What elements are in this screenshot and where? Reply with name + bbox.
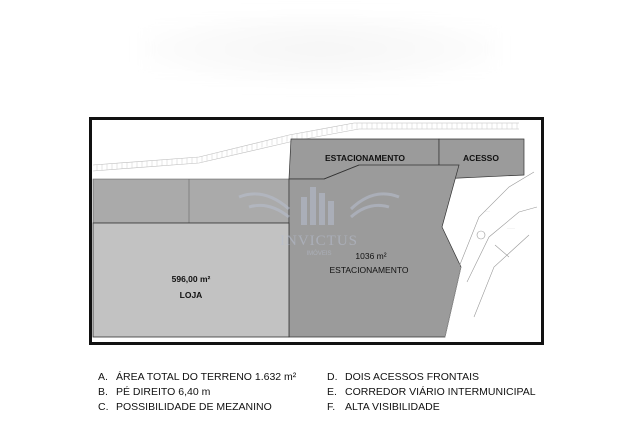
loja-area-value: 596,00 m² bbox=[172, 274, 211, 284]
legend-item: D. DOIS ACESSOS FRONTAIS bbox=[327, 370, 536, 385]
legend-right: D. DOIS ACESSOS FRONTAIS E. CORREDOR VIÁRI… bbox=[327, 370, 536, 415]
legend-text: ÁREA TOTAL DO TERRENO 1.632 m² bbox=[116, 371, 297, 383]
site-plan: ····· ········ ESTACIONAMENTO ACESSO 596… bbox=[89, 117, 544, 345]
watermark-building-4 bbox=[328, 201, 334, 225]
watermark-building-1 bbox=[301, 197, 307, 225]
loja-label: LOJA bbox=[180, 290, 203, 300]
legend-letter: F. bbox=[327, 401, 336, 413]
legend-text: PÉ DIREITO 6,40 m bbox=[116, 386, 211, 398]
estacionamento-main-label: ESTACIONAMENTO bbox=[329, 265, 408, 275]
street-note-1: ····· bbox=[485, 209, 490, 213]
site-plan-drawing: ····· ········ ESTACIONAMENTO ACESSO 596… bbox=[89, 117, 544, 345]
right-street-lines bbox=[444, 171, 538, 338]
loja-area bbox=[92, 222, 290, 338]
legend-text: POSSIBILIDADE DE MEZANINO bbox=[116, 401, 272, 413]
street-hatching bbox=[92, 122, 519, 172]
legend-letter: D. bbox=[327, 371, 338, 383]
legend-item: A. ÁREA TOTAL DO TERRENO 1.632 m² bbox=[98, 370, 296, 385]
watermark-building-2 bbox=[310, 187, 316, 225]
plan-frame bbox=[89, 117, 544, 345]
watermark-sub: IMÓVEIS bbox=[306, 250, 331, 257]
legend-item: F. ALTA VISIBILIDADE bbox=[327, 400, 536, 415]
watermark-brand: INVICTUS bbox=[280, 233, 358, 249]
legend-item: C. POSSIBILIDADE DE MEZANINO bbox=[98, 400, 296, 415]
legend-letter: C. bbox=[98, 401, 109, 413]
legend-left: A. ÁREA TOTAL DO TERRENO 1.632 m² B. PÉ DI… bbox=[98, 370, 296, 415]
street-hatch-ticks bbox=[96, 123, 518, 171]
left-strip bbox=[92, 178, 290, 224]
legend-letter: B. bbox=[98, 386, 108, 398]
legend-text: ALTA VISIBILIDADE bbox=[345, 401, 440, 413]
legend-text: DOIS ACESSOS FRONTAIS bbox=[345, 371, 479, 383]
legend-text: CORREDOR VIÁRIO INTERMUNICIPAL bbox=[345, 386, 536, 398]
legend-letter: E. bbox=[327, 386, 337, 398]
estacionamento-top-label: ESTACIONAMENTO bbox=[325, 153, 405, 163]
driveway-line bbox=[323, 164, 360, 180]
legend-letter: A. bbox=[98, 371, 108, 383]
acesso-label: ACESSO bbox=[463, 153, 499, 163]
watermark-logo: INVICTUS IMÓVEIS bbox=[238, 187, 400, 257]
watermark-building-3 bbox=[319, 193, 325, 225]
legend-item: E. CORREDOR VIÁRIO INTERMUNICIPAL bbox=[327, 385, 536, 400]
street-note-2: ········ bbox=[507, 226, 515, 230]
blurred-header-band bbox=[140, 14, 500, 84]
watermark-wings bbox=[238, 192, 400, 219]
legend-item: B. PÉ DIREITO 6,40 m bbox=[98, 385, 296, 400]
estacionamento-area-value: 1036 m² bbox=[355, 251, 386, 261]
